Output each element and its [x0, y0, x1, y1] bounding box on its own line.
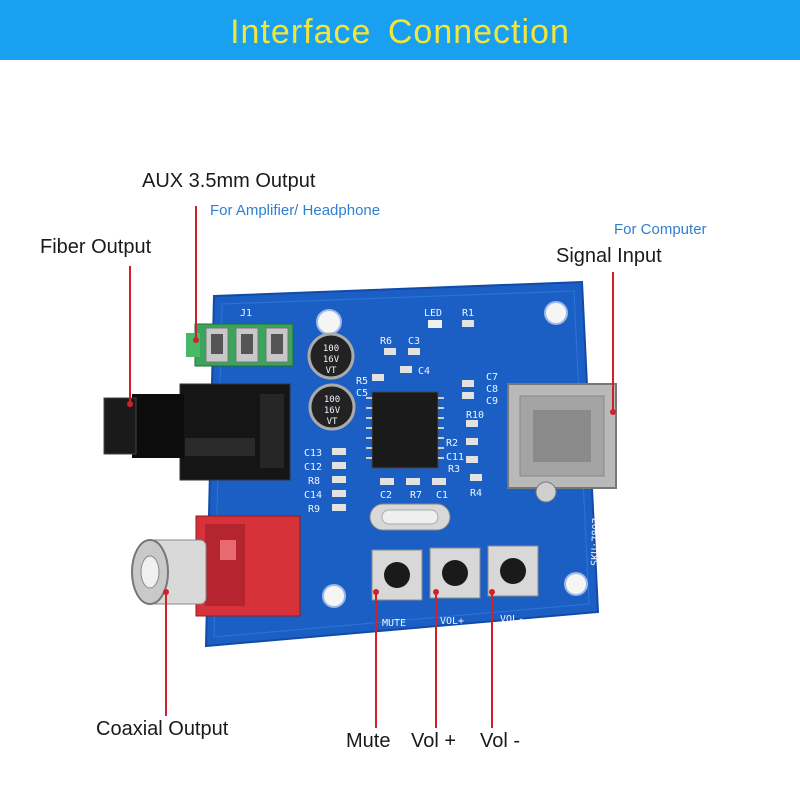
capacitor: 100 16V VT — [308, 383, 356, 431]
vol-up-label: Vol + — [411, 730, 457, 752]
fiber-output-label: Fiber Output — [40, 236, 152, 258]
voldown-button-part — [487, 545, 539, 597]
svg-text:R6: R6 — [380, 336, 392, 347]
svg-text:C2: C2 — [380, 490, 392, 501]
svg-text:R10: R10 — [466, 410, 484, 421]
mount-hole — [564, 572, 588, 596]
svg-text:R1: R1 — [462, 308, 474, 319]
mount-hole — [544, 301, 568, 325]
svg-text:100: 100 — [323, 344, 339, 354]
svg-text:C12: C12 — [304, 462, 322, 473]
mount-hole — [316, 309, 342, 335]
capacitor: 100 16V VT — [307, 332, 355, 380]
svg-text:C14: C14 — [304, 490, 322, 501]
fiber-connector — [103, 383, 291, 481]
signal-input-sublabel: For Computer — [614, 221, 707, 238]
led — [428, 320, 442, 328]
header-banner — [0, 0, 800, 60]
svg-text:C9: C9 — [486, 396, 498, 407]
svg-text:VT: VT — [327, 417, 338, 427]
svg-text:VOL-: VOL- — [500, 614, 524, 625]
signal-input-label: Signal Input — [556, 245, 662, 267]
svg-text:C11: C11 — [446, 452, 464, 463]
mute-button-part — [371, 549, 423, 601]
leader-dots — [127, 337, 616, 595]
mute-label: Mute — [346, 730, 391, 752]
svg-text:C13: C13 — [304, 448, 322, 459]
svg-text:R8: R8 — [308, 476, 320, 487]
svg-text:C4: C4 — [418, 366, 430, 377]
mount-hole — [322, 584, 346, 608]
ic-chip — [371, 391, 439, 469]
svg-text:R5: R5 — [356, 376, 368, 387]
svg-text:R3: R3 — [448, 464, 460, 475]
svg-text:16V: 16V — [323, 355, 340, 365]
svg-text:R9: R9 — [308, 504, 320, 515]
svg-text:C3: C3 — [408, 336, 420, 347]
svg-text:VOL+: VOL+ — [440, 616, 464, 627]
svg-text:LED: LED — [424, 308, 442, 319]
svg-text:VT: VT — [326, 366, 337, 376]
svg-text:C1: C1 — [436, 490, 448, 501]
aux-output-sublabel: For Amplifier/ Headphone — [210, 202, 381, 219]
leader-lines — [129, 206, 614, 728]
svg-text:R4: R4 — [470, 488, 482, 499]
svg-text:C5: C5 — [356, 388, 368, 399]
svg-text:R7: R7 — [410, 490, 422, 501]
aux-jack — [186, 323, 294, 367]
volup-button-part — [429, 547, 481, 599]
svg-text:MUTE: MUTE — [382, 618, 406, 629]
coaxial-connector — [131, 515, 301, 617]
aux-output-label: AUX 3.5mm Output — [142, 170, 316, 192]
svg-text:C8: C8 — [486, 384, 498, 395]
svg-text:C7: C7 — [486, 372, 498, 383]
svg-text:16V: 16V — [324, 406, 341, 416]
vol-down-label: Vol - — [480, 730, 521, 752]
usb-port — [507, 383, 617, 503]
coaxial-output-label: Coaxial Output — [96, 718, 229, 740]
svg-text:SKU:7807: SKU:7807 — [590, 518, 603, 567]
svg-text:J1: J1 — [240, 308, 252, 319]
page-title: Interface Connection — [230, 13, 570, 51]
svg-text:100: 100 — [324, 395, 340, 405]
svg-text:R2: R2 — [446, 438, 458, 449]
